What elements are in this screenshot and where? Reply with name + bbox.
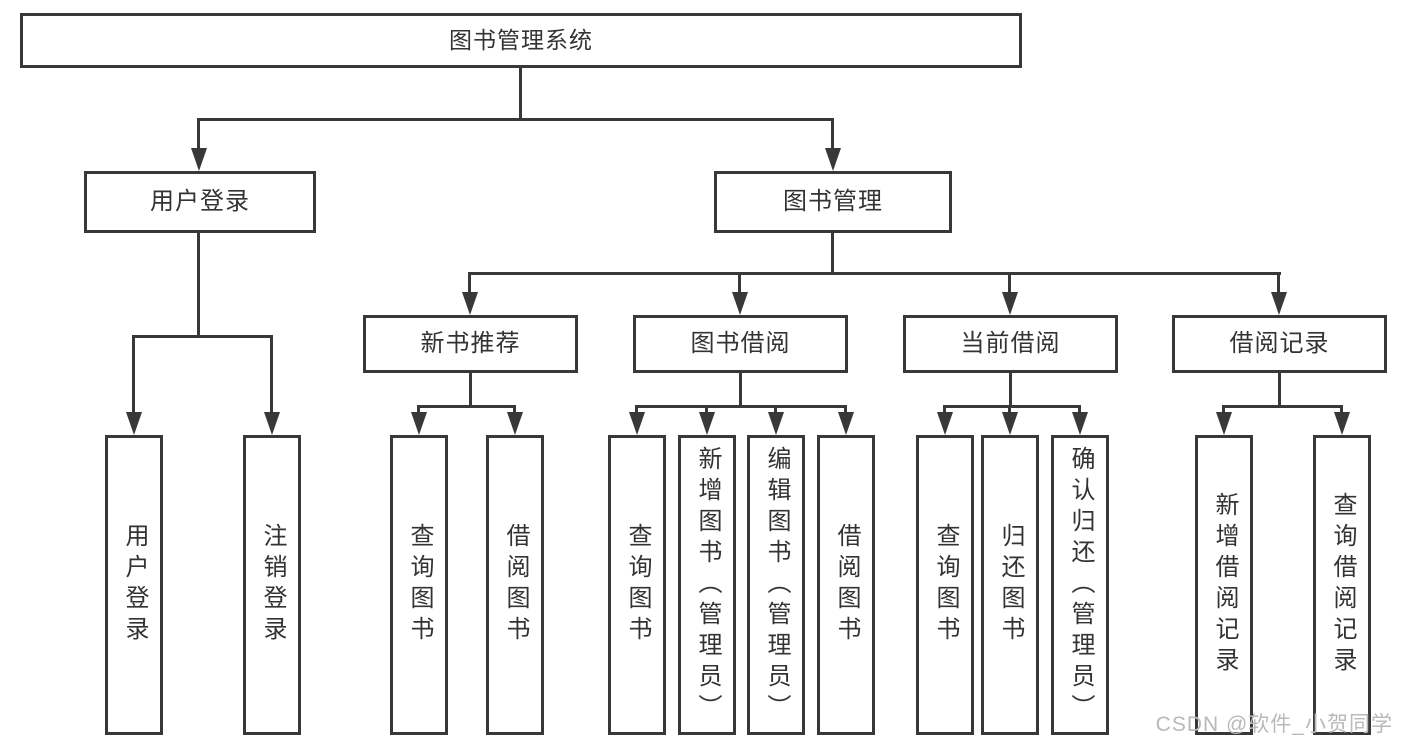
arrowhead-leaf-e1-icon [1216, 412, 1232, 435]
leaf-query-books-borrow: 查询图书 [608, 435, 666, 735]
node-user-login: 用户登录 [84, 171, 316, 233]
connector-level2-branch [197, 118, 834, 121]
leaf-add-book-admin-label: 新增图书（管理员） [694, 445, 721, 725]
connector-book-mgmt-arrow-stem [831, 118, 834, 152]
leaf-confirm-return-admin-label: 确认归还（管理员） [1067, 445, 1094, 725]
connector-leaf-c4-stem [844, 405, 847, 415]
connector-user-group-stem [197, 233, 200, 338]
arrowhead-book-mgmt-icon [825, 148, 841, 171]
arrowhead-recommend-icon [462, 292, 478, 315]
leaf-query-books-recommend-label: 查询图书 [406, 523, 433, 647]
connector-leaf-b1-stem [417, 405, 420, 415]
connector-current-group-branch [943, 405, 1081, 408]
connector-records-arrow-stem [1277, 272, 1280, 296]
leaf-user-login-label: 用户登录 [121, 523, 148, 647]
connector-recommend-arrow-stem [468, 272, 471, 296]
arrowhead-user-login-icon [191, 148, 207, 171]
arrowhead-leaf-d1-icon [937, 412, 953, 435]
leaf-query-books-current: 查询图书 [916, 435, 974, 735]
arrowhead-borrowing-icon [732, 292, 748, 315]
leaf-confirm-return-admin: 确认归还（管理员） [1051, 435, 1109, 735]
leaf-query-books-borrow-label: 查询图书 [624, 523, 651, 647]
connector-book-mgmt-stem [831, 233, 834, 275]
arrowhead-leaf-d3-icon [1072, 412, 1088, 435]
node-new-book-recommend-label: 新书推荐 [420, 329, 521, 357]
connector-current-arrow-stem [1008, 272, 1011, 296]
connector-records-group-branch [1222, 405, 1343, 408]
leaf-borrow-books-recommend: 借阅图书 [486, 435, 544, 735]
node-root: 图书管理系统 [20, 13, 1022, 68]
connector-recommend-group-branch [417, 405, 516, 408]
connector-leaf-c1-stem [635, 405, 638, 415]
node-book-management-label: 图书管理 [783, 187, 883, 215]
node-book-borrowing-label: 图书借阅 [690, 329, 791, 357]
connector-user-login-arrow-stem [197, 118, 200, 152]
connector-recommend-group-stem [469, 373, 472, 408]
arrowhead-leaf-c1-icon [629, 412, 645, 435]
leaf-borrow-books: 借阅图书 [817, 435, 875, 735]
node-new-book-recommend: 新书推荐 [363, 315, 578, 373]
connector-leaf-d1-stem [943, 405, 946, 415]
arrowhead-leaf-c4-icon [838, 412, 854, 435]
connector-leaf-e1-stem [1222, 405, 1225, 415]
leaf-borrow-books-recommend-label: 借阅图书 [502, 523, 529, 647]
leaf-borrow-books-label: 借阅图书 [833, 523, 860, 647]
connector-leaf-e2-stem [1340, 405, 1343, 415]
leaf-logout: 注销登录 [243, 435, 301, 735]
node-book-borrowing: 图书借阅 [633, 315, 848, 373]
arrowhead-leaf-b2-icon [507, 412, 523, 435]
arrowhead-leaf-logout-icon [264, 412, 280, 435]
node-current-borrowing: 当前借阅 [903, 315, 1118, 373]
node-user-login-label: 用户登录 [150, 187, 250, 215]
connector-leaf-d3-stem [1078, 405, 1081, 415]
connector-user-group-branch [132, 335, 273, 338]
leaf-query-books-current-label: 查询图书 [932, 523, 959, 647]
arrowhead-leaf-c2-icon [699, 412, 715, 435]
connector-records-group-stem [1278, 373, 1281, 408]
connector-leaf-c3-stem [774, 405, 777, 415]
connector-level3-branch [468, 272, 1281, 275]
leaf-query-borrow-record-label: 查询借阅记录 [1329, 492, 1356, 678]
node-borrow-records-label: 借阅记录 [1229, 329, 1330, 357]
node-current-borrowing-label: 当前借阅 [960, 329, 1061, 357]
leaf-return-books: 归还图书 [981, 435, 1039, 735]
arrowhead-leaf-c3-icon [768, 412, 784, 435]
leaf-query-borrow-record: 查询借阅记录 [1313, 435, 1371, 735]
arrowhead-leaf-b1-icon [411, 412, 427, 435]
leaf-edit-book-admin-label: 编辑图书（管理员） [763, 445, 790, 725]
leaf-add-book-admin: 新增图书（管理员） [678, 435, 736, 735]
arrowhead-leaf-e2-icon [1334, 412, 1350, 435]
leaf-return-books-label: 归还图书 [997, 523, 1024, 647]
connector-borrowing-group-stem [739, 373, 742, 408]
arrowhead-current-icon [1002, 292, 1018, 315]
leaf-user-login: 用户登录 [105, 435, 163, 735]
node-borrow-records: 借阅记录 [1172, 315, 1387, 373]
connector-leaf-b2-stem [513, 405, 516, 415]
node-root-label: 图书管理系统 [449, 26, 593, 53]
connector-borrowing-arrow-stem [738, 272, 741, 296]
leaf-add-borrow-record: 新增借阅记录 [1195, 435, 1253, 735]
arrowhead-records-icon [1271, 292, 1287, 315]
arrowhead-leaf-d2-icon [1002, 412, 1018, 435]
leaf-edit-book-admin: 编辑图书（管理员） [747, 435, 805, 735]
connector-borrowing-group-branch [635, 405, 847, 408]
node-book-management: 图书管理 [714, 171, 952, 233]
leaf-query-books-recommend: 查询图书 [390, 435, 448, 735]
connector-leaf-d2-stem [1008, 405, 1011, 415]
leaf-logout-label: 注销登录 [259, 523, 286, 647]
connector-leaf-c2-stem [705, 405, 708, 415]
connector-root-stem [519, 68, 522, 121]
connector-leaf-logout-stem [270, 335, 273, 415]
connector-leaf-user-login-stem [132, 335, 135, 415]
connector-current-group-stem [1009, 373, 1012, 408]
arrowhead-leaf-user-login-icon [126, 412, 142, 435]
csdn-watermark: CSDN @软件_小贺同学 [1155, 713, 1393, 736]
leaf-add-borrow-record-label: 新增借阅记录 [1211, 492, 1238, 678]
